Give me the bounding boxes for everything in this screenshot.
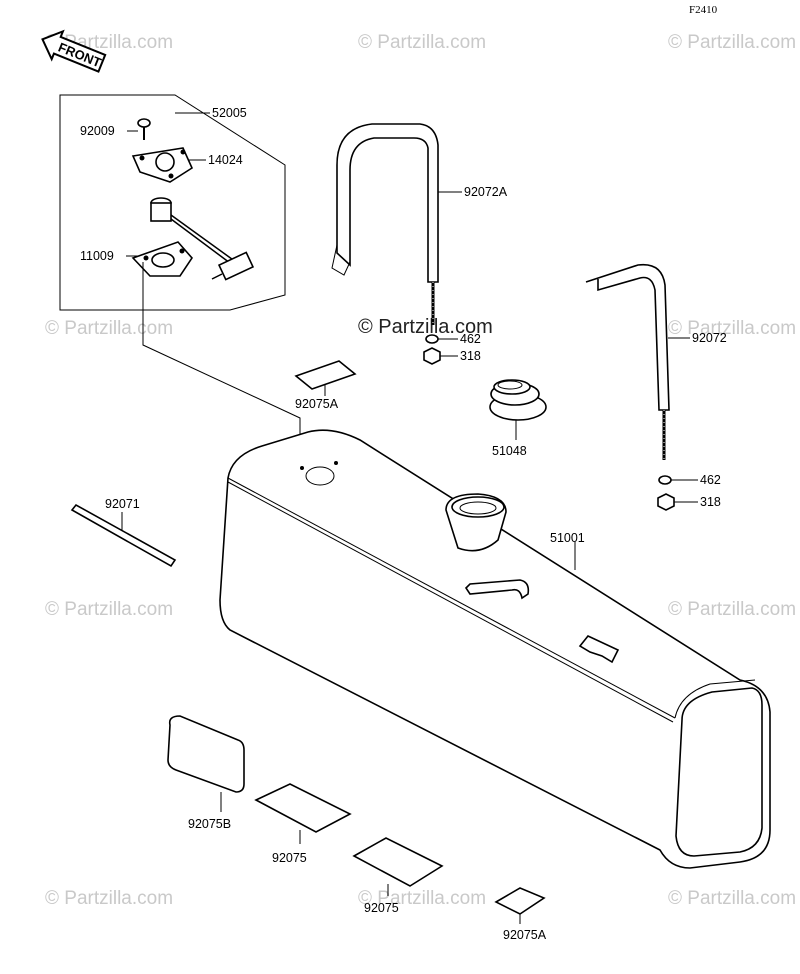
watermark: © Partzilla.com (358, 888, 486, 909)
watermark: © Partzilla.com (668, 32, 796, 53)
label-92072A: 92072A (464, 185, 508, 199)
watermark: © Partzilla.com (45, 599, 173, 620)
label-92075B: 92075B (188, 817, 231, 831)
pad-92075-a: 92075 (254, 783, 352, 865)
watermark: © Partzilla.com (668, 888, 796, 909)
washer-462-upper: 462 (425, 332, 481, 346)
fuel-cap-51048: 51048 (489, 379, 547, 458)
center-watermark: © Partzilla.com (358, 316, 493, 338)
watermark: © Partzilla.com (358, 32, 486, 53)
screw-92009 (137, 118, 151, 140)
plate-11009 (131, 241, 194, 277)
label-462-upper: 462 (460, 332, 481, 346)
fuel-tank-51001: 51001 (219, 429, 771, 869)
label-318-upper: 318 (460, 349, 481, 363)
watermark: © Partzilla.com (668, 599, 796, 620)
strap-92072A: 92072A (331, 123, 508, 325)
nut-318-upper: 318 (423, 347, 481, 365)
watermark: © Partzilla.com (45, 888, 173, 909)
diagram-code: F2410 (689, 4, 718, 16)
label-51048: 51048 (492, 444, 527, 458)
pad-92075A-upper: 92075A (294, 360, 357, 411)
gasket-14024 (131, 147, 194, 183)
label-14024: 14024 (208, 153, 243, 167)
label-92075A-upper: 92075A (295, 397, 339, 411)
pad-92075-b: 92075 (352, 837, 444, 915)
nut-318-right: 318 (657, 493, 721, 511)
label-51001: 51001 (550, 531, 585, 545)
label-52005: 52005 (212, 106, 247, 120)
label-92009: 92009 (80, 124, 115, 138)
label-462-right: 462 (700, 473, 721, 487)
label-92075-a: 92075 (272, 851, 307, 865)
washer-462-right: 462 (658, 473, 721, 487)
label-92075A-lower: 92075A (503, 928, 547, 942)
label-92075-b: 92075 (364, 901, 399, 915)
label-92071: 92071 (105, 497, 140, 511)
pad-92075B: 92075B (167, 715, 245, 831)
label-92072: 92072 (692, 331, 727, 345)
sender-unit (150, 197, 255, 281)
label-11009: 11009 (80, 249, 114, 263)
label-318-right: 318 (700, 495, 721, 509)
watermark: © Partzilla.com (668, 318, 796, 339)
watermark: © Partzilla.com (45, 318, 173, 339)
pad-92075A-lower: 92075A (494, 887, 547, 942)
strap-92072: 92072 (585, 263, 727, 460)
sender-unit-group: 52005 92009 14024 (59, 94, 301, 470)
strip-92071: 92071 (70, 497, 177, 568)
